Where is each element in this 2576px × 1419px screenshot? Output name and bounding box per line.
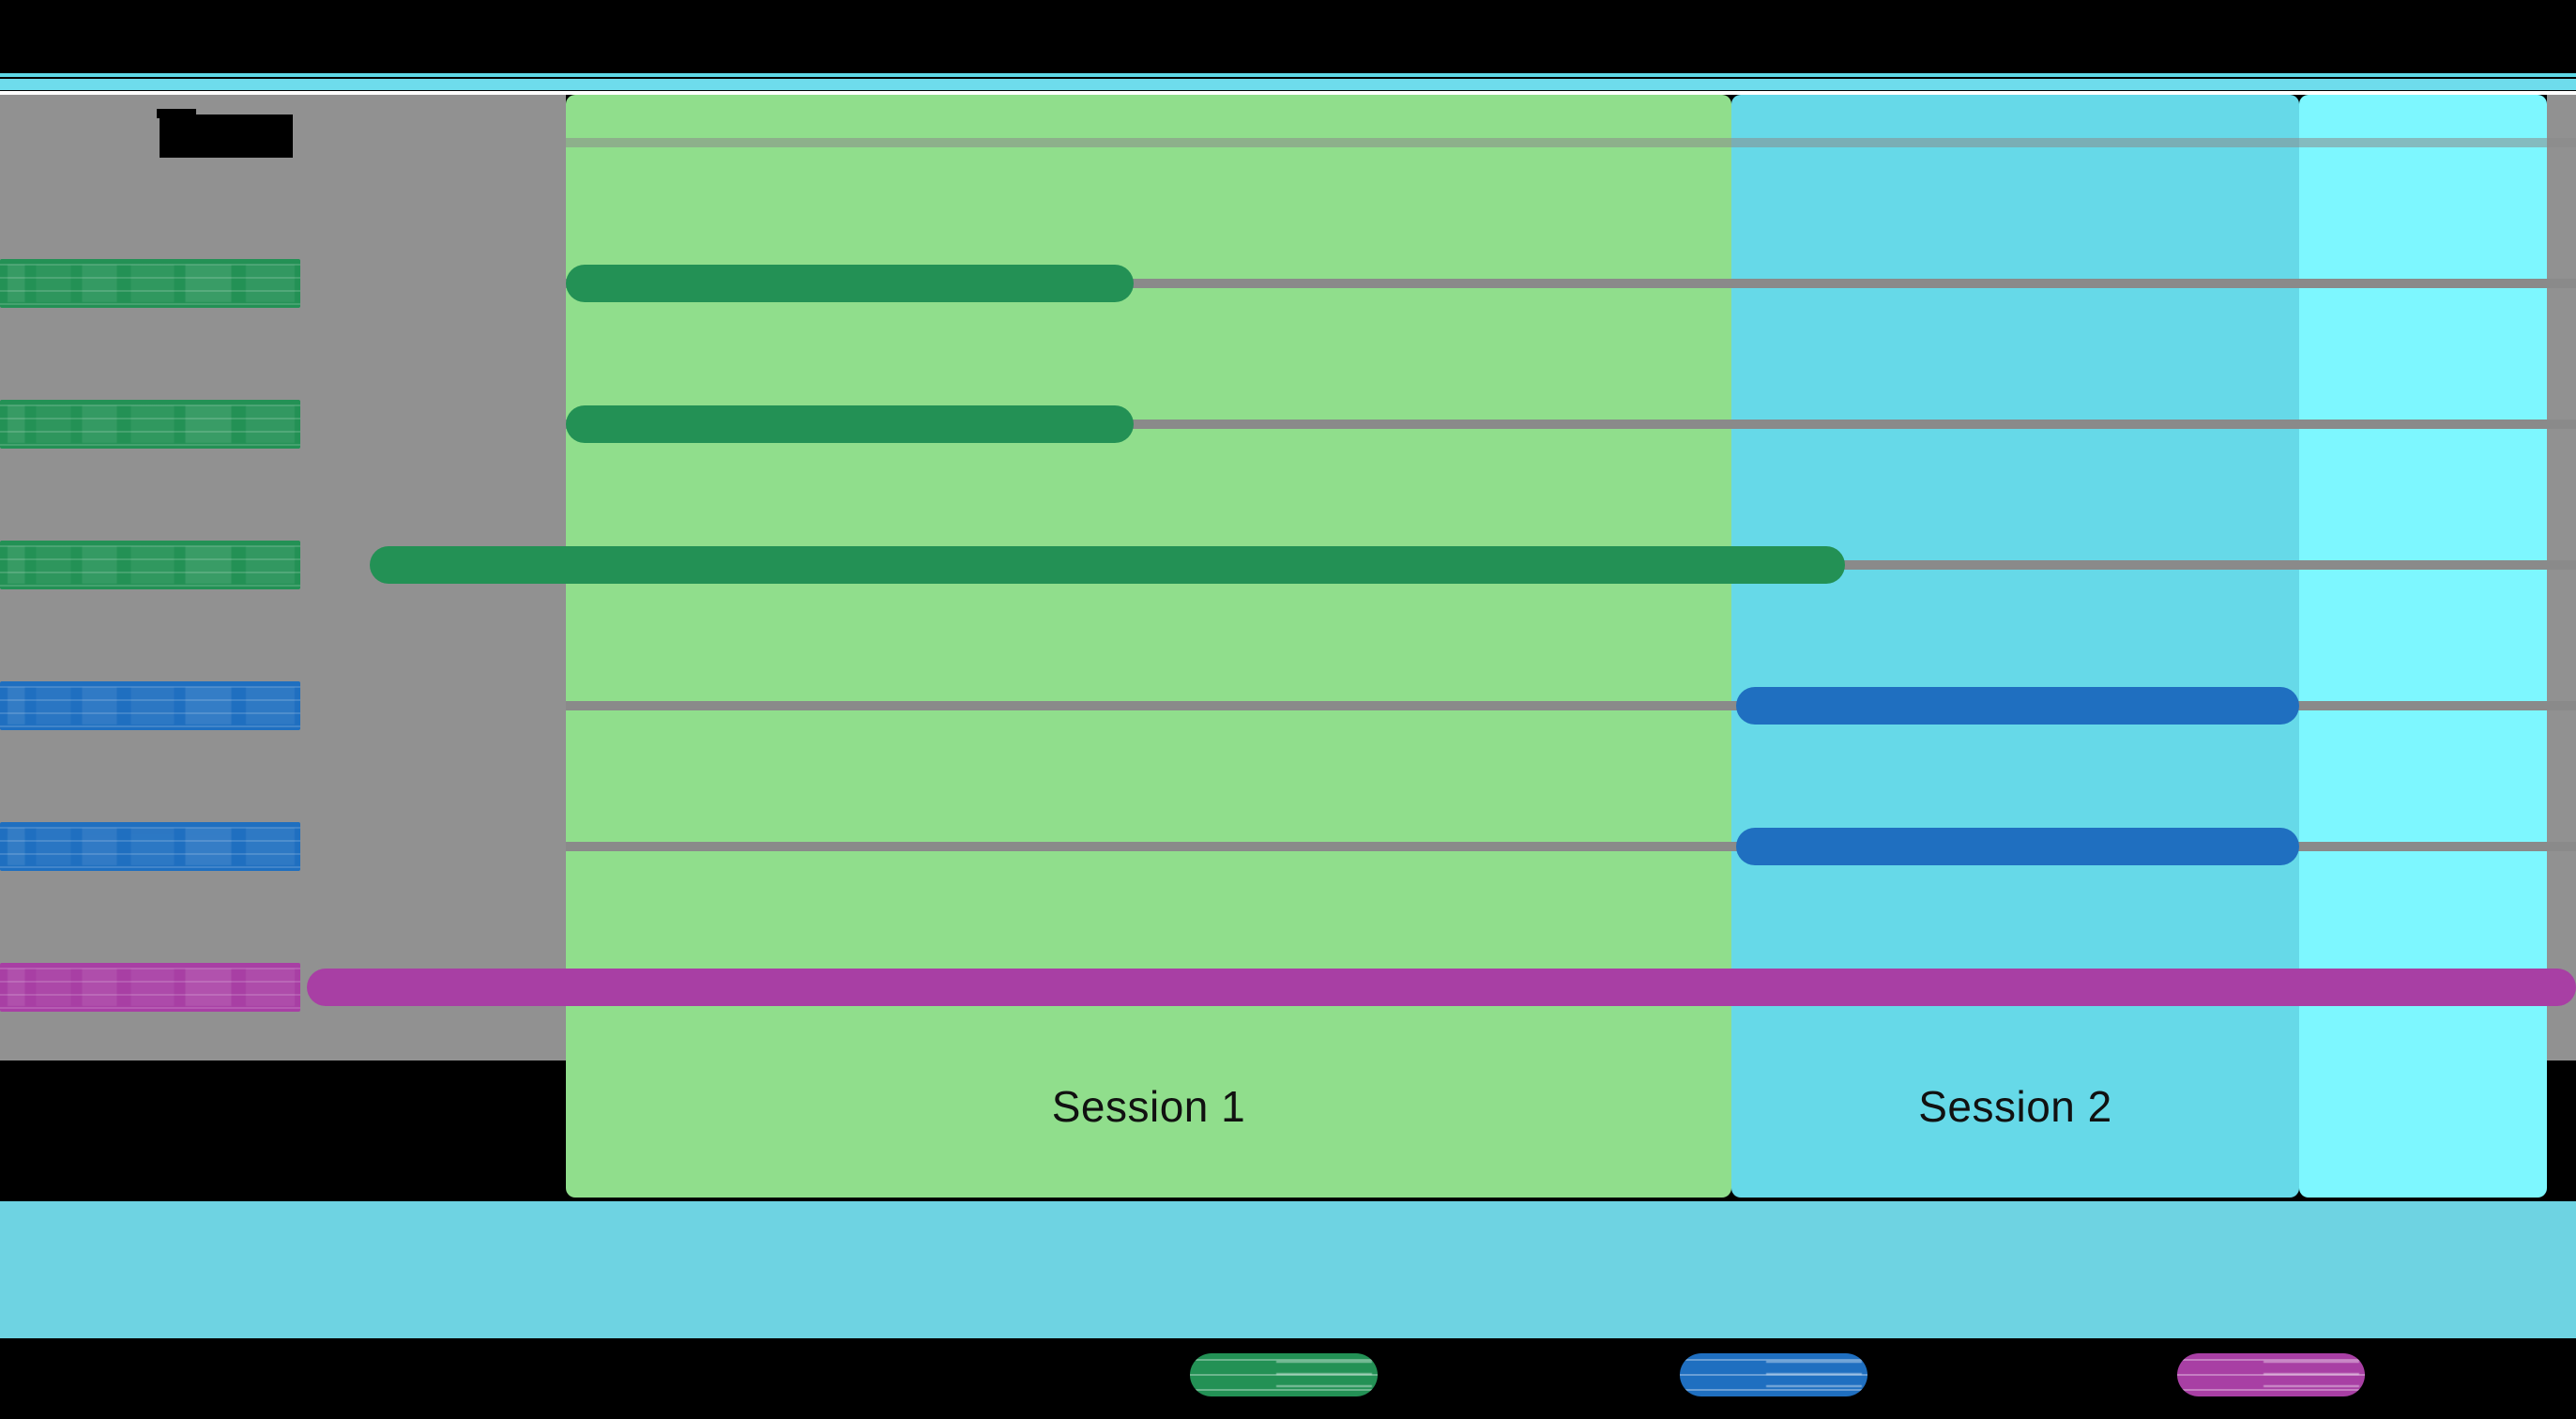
gridline-1 [566, 279, 2576, 288]
session-band-3[interactable] [2299, 95, 2547, 1198]
row-label-a3-sheen [0, 541, 300, 589]
gridline-4 [566, 701, 2576, 710]
row-label-b2-glyphs [8, 828, 295, 865]
legend-item-green-label-redacted [1276, 1357, 1372, 1393]
session-1-label: Session 1 [1051, 1082, 1246, 1131]
legend-item-magenta[interactable] [2177, 1353, 2365, 1396]
row-label-c1[interactable] [0, 963, 300, 1012]
row-label-a1[interactable] [0, 259, 300, 308]
gridline-5 [566, 842, 2576, 851]
session-band-2[interactable]: Session 2 [1731, 95, 2299, 1198]
legend-item-green-sheen [1190, 1353, 1378, 1396]
row-label-a2-sheen [0, 400, 300, 449]
row-label-a3-glyphs [8, 546, 295, 584]
row-label-a2[interactable] [0, 400, 300, 449]
row-label-a1-sheen [0, 259, 300, 308]
row-label-a2-glyphs [8, 405, 295, 443]
session-band-1[interactable]: Session 1 [566, 95, 1731, 1198]
task-bar-a2[interactable] [566, 405, 1134, 443]
row-label-b1-sheen [0, 681, 300, 730]
legend-background-band [0, 1201, 2576, 1338]
legend-item-blue-label-redacted [1766, 1357, 1862, 1393]
top-rail-thick [0, 79, 2576, 90]
row-label-b1[interactable] [0, 681, 300, 730]
row-label-c1-sheen [0, 963, 300, 1012]
legend [0, 1201, 2576, 1419]
session-2-label: Session 2 [1918, 1082, 2112, 1131]
task-bar-a1[interactable] [566, 265, 1134, 302]
legend-item-magenta-sheen [2177, 1353, 2365, 1396]
right-panel-background [2547, 95, 2576, 1060]
chart-title-redacted [157, 109, 293, 158]
legend-item-blue[interactable] [1680, 1353, 1867, 1396]
top-rail-white [0, 91, 2576, 95]
row-label-b2[interactable] [0, 822, 300, 871]
legend-item-magenta-label-redacted [2264, 1357, 2359, 1393]
row-label-c1-glyphs [8, 969, 295, 1006]
gridline-0 [566, 138, 2576, 147]
row-label-b1-glyphs [8, 687, 295, 725]
task-bar-b2[interactable] [1736, 828, 2299, 865]
row-label-b2-sheen [0, 822, 300, 871]
task-bar-b1[interactable] [1736, 687, 2299, 725]
gridline-2 [566, 420, 2576, 429]
legend-item-blue-sheen [1680, 1353, 1867, 1396]
task-bar-c1[interactable] [307, 969, 2576, 1006]
row-label-a3[interactable] [0, 541, 300, 589]
row-label-a1-glyphs [8, 265, 295, 302]
task-bar-a3[interactable] [370, 546, 1845, 584]
legend-item-green[interactable] [1190, 1353, 1378, 1396]
chart-plot-area[interactable]: Session 1 Session 2 [0, 95, 2576, 1201]
top-rail-thin [0, 73, 2576, 77]
